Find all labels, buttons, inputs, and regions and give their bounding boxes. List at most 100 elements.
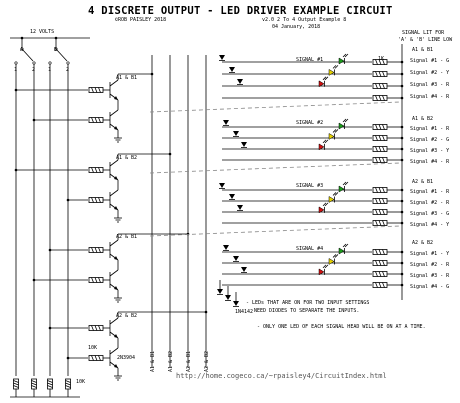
led-arrow: [334, 65, 339, 69]
junction-dot: [20, 36, 24, 40]
resistor-hatch: [91, 117, 94, 123]
led-arrow: [342, 181, 347, 186]
diode: [229, 67, 235, 72]
resistor-hatch: [94, 247, 98, 253]
output-group-2: A1 & B2: [412, 116, 434, 122]
resistor-hatch: [378, 157, 382, 163]
output-4-1: Signal #1 - Y: [410, 251, 450, 257]
signal-3-label: SIGNAL #3: [296, 183, 324, 189]
resistor-hatch: [378, 59, 382, 65]
diode: [233, 256, 239, 261]
supply-label: 12 VOLTS: [30, 29, 55, 35]
resistor-hatch: [375, 271, 378, 277]
led: [338, 57, 345, 65]
resistor-hatch: [31, 380, 37, 383]
led-arrow: [344, 243, 349, 248]
led-arrow: [342, 118, 347, 123]
signal-1-label: SIGNAL #1: [296, 57, 324, 63]
revision-line-2: 04 January, 2018: [272, 24, 321, 30]
transistor-collector: [109, 239, 119, 247]
resistor-hatch: [375, 220, 378, 226]
output-1-1: Signal #1 - G: [410, 58, 450, 64]
output-group-4: A2 & B2: [412, 240, 434, 246]
diode: [229, 194, 235, 199]
led-arrow: [344, 53, 349, 58]
note-diodes-line-2: NEED DIODES TO SEPARATE THE INPUTS.: [254, 308, 360, 314]
resistor-hatch: [98, 117, 101, 123]
output-2-3: Signal #3 - Y: [410, 148, 450, 154]
transistor-label-4: A2 & B2: [116, 313, 138, 319]
resistor-hatch: [382, 135, 385, 141]
bus-label-3: A2 & B1: [186, 350, 192, 372]
switch-pivot: [20, 47, 24, 51]
resistor-hatch: [382, 271, 385, 277]
resistor-hatch: [378, 220, 382, 226]
resistor-hatch: [98, 247, 101, 253]
transistor-part: 2N3904: [117, 355, 136, 361]
resistor-hatch: [382, 198, 385, 204]
resistor-hatch: [382, 95, 385, 101]
led-arrow: [334, 129, 339, 133]
output-4-3: Signal #3 - R: [410, 273, 450, 279]
diode: [237, 79, 243, 84]
diode: [237, 205, 243, 210]
transistor-collector: [109, 79, 119, 87]
junction-dot: [66, 356, 70, 360]
output-4-4: Signal #4 - G: [410, 284, 450, 290]
resistor-hatch: [378, 83, 382, 89]
led: [338, 122, 345, 130]
led-arrow: [324, 139, 329, 144]
emitter-arrow: [114, 96, 118, 100]
led-arrow: [332, 129, 337, 133]
resistor-hatch: [91, 247, 94, 253]
transistor-collector: [109, 269, 119, 277]
resistor-hatch: [98, 277, 101, 283]
resistor-hatch: [375, 124, 378, 130]
resistor-hatch: [13, 382, 19, 386]
led-arrow: [342, 53, 347, 58]
source-url[interactable]: http://home.cogeco.ca/~rpaisley4/Circuit…: [176, 372, 387, 380]
pull-resistor-value: 10K: [76, 379, 86, 385]
diode: [225, 295, 231, 300]
diode: [241, 267, 247, 272]
led-arrow: [344, 181, 349, 186]
resistor-hatch: [94, 325, 98, 331]
output-3-1: Signal #1 - R: [410, 189, 450, 195]
junction-dot: [66, 198, 70, 202]
emitter-arrow: [114, 206, 118, 210]
bus-label-4: A2 & B2: [204, 350, 210, 372]
diode: [241, 142, 247, 147]
resistor-hatch: [378, 124, 382, 130]
emitter-arrow: [114, 364, 118, 368]
transistor-collector: [109, 347, 119, 355]
resistor-hatch: [91, 87, 94, 93]
diode: [223, 120, 229, 125]
resistor-hatch: [382, 187, 385, 193]
output-group-3: A2 & B1: [412, 179, 434, 185]
switch-b-pos1: 1: [48, 67, 52, 73]
note-one-led: - ONLY ONE LED OF EACH SIGNAL HEAD WILL …: [257, 324, 426, 330]
resistor-hatch: [47, 382, 53, 386]
resistor-hatch: [31, 385, 37, 388]
transistor-label-3: A2 & B1: [116, 234, 138, 240]
resistor-hatch: [378, 71, 382, 77]
resistor-hatch: [382, 157, 385, 163]
revision-line-1: v2.0 2 To 4 Output Example 8: [262, 17, 347, 23]
led: [318, 206, 325, 214]
resistor-hatch: [378, 187, 382, 193]
signal-lit-line-2: 'A' & 'B' LINE LOW: [398, 37, 453, 43]
emitter-arrow: [114, 126, 118, 130]
led: [318, 143, 325, 151]
switch-a-pos2: 2: [32, 67, 36, 73]
led: [318, 268, 325, 276]
resistor-hatch: [375, 260, 378, 266]
led-arrow: [344, 118, 349, 123]
bus-label-1: A1 & B1: [150, 350, 156, 372]
junction-dot: [48, 248, 52, 252]
signal-lit-line-1: SIGNAL LIT FOR: [402, 30, 445, 36]
led-arrow: [324, 76, 329, 81]
transistor-collector: [109, 109, 119, 117]
switch-a-pos1: 1: [14, 67, 18, 73]
